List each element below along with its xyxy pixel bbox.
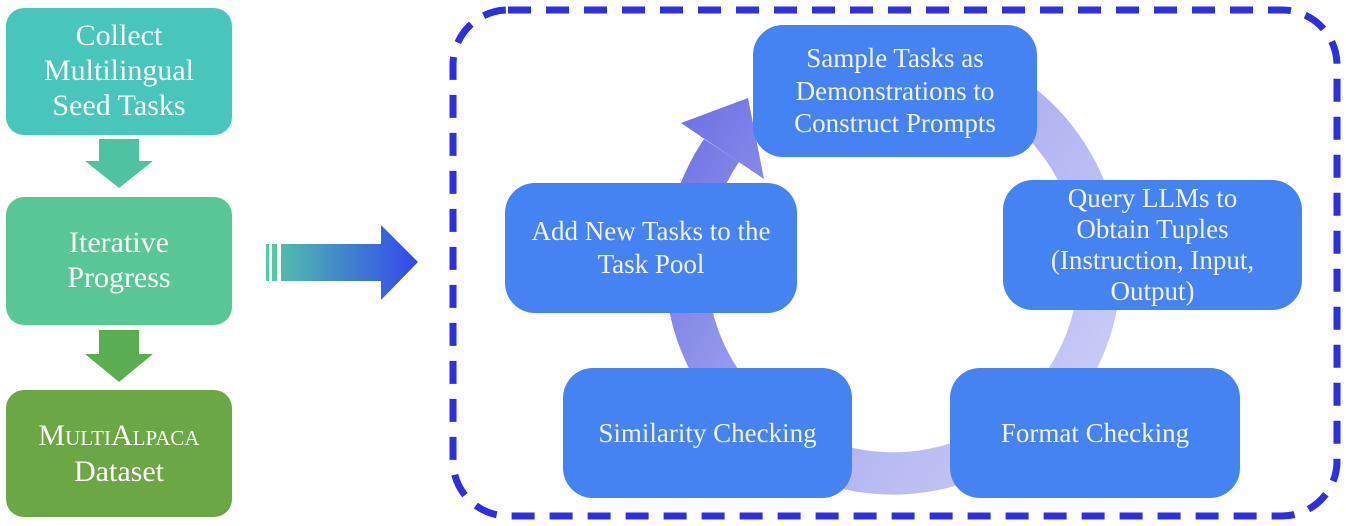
arrow-stripe-1 <box>266 244 269 281</box>
arrow-stripe-2 <box>272 244 277 281</box>
cycle-arrowhead-icon <box>681 98 764 179</box>
node-format-checking: Format Checking <box>950 368 1240 498</box>
down-arrow-2-icon <box>85 330 153 382</box>
dataset-name-label: MultiAlpaca <box>38 418 200 452</box>
node-query-llms: Query LLMs to Obtain Tuples (Instruction… <box>1003 180 1302 310</box>
node-similarity-checking: Similarity Checking <box>563 368 852 498</box>
node-collect-seed-tasks: Collect Multilingual Seed Tasks <box>6 8 232 135</box>
node-iterative-progress: Iterative Progress <box>6 197 232 325</box>
node-sample-tasks: Sample Tasks as Demonstrations to Constr… <box>753 25 1037 157</box>
down-arrow-1-icon <box>85 139 153 188</box>
node-add-new-tasks: Add New Tasks to the Task Pool <box>505 183 797 313</box>
right-arrow-icon <box>281 225 418 300</box>
dataset-word-label: Dataset <box>74 454 164 488</box>
node-multialpaca-dataset: MultiAlpaca Dataset <box>6 390 232 517</box>
